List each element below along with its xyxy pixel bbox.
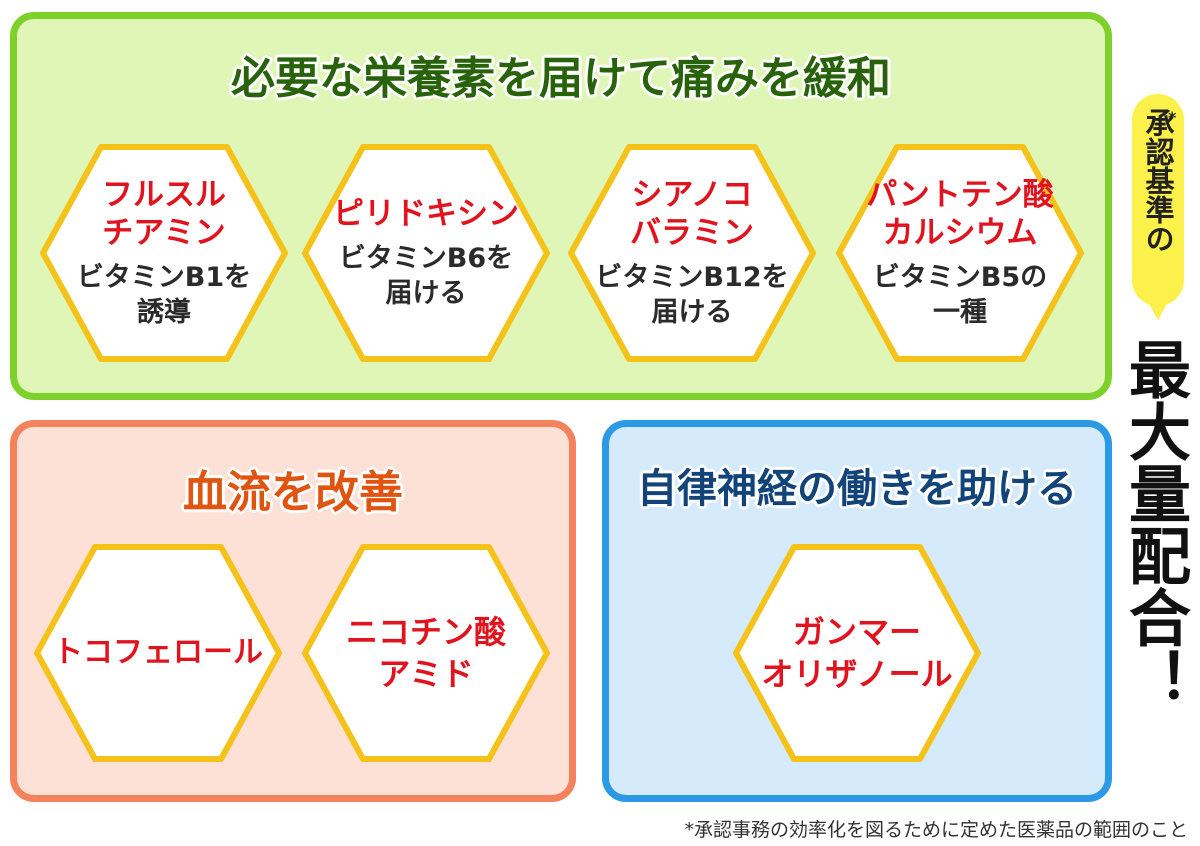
hex-card-calcium-pantothenate: パントテン酸 カルシウム ビタミンB5の 一種 xyxy=(834,142,1086,364)
max-dose-claim: 最大量配合！ xyxy=(1118,338,1191,710)
ingredient-name: ピリドキシン xyxy=(333,196,519,232)
hexagon-shape xyxy=(40,144,288,362)
ingredient-description: ビタミンB6を 届ける xyxy=(338,243,514,309)
hex-card-gamma-oryzanol: ガンマー オリザノール xyxy=(731,542,983,764)
hexagon-shape xyxy=(568,144,816,362)
hex-card-tocopherol: トコフェロール xyxy=(32,542,284,764)
footnote-mark: * xyxy=(1168,108,1177,127)
panel-title-autonomic: 自律神経の働きを助ける xyxy=(637,466,1077,512)
panel-title-nutrients: 必要な栄養素を届けて痛みを緩和 xyxy=(231,53,891,104)
hex-card-cyanocobalamin: シアノコ バラミン ビタミンB12を 届ける xyxy=(566,142,818,364)
ingredient-name: フルスル チアミン xyxy=(102,177,226,251)
hexagon-shape xyxy=(302,544,550,762)
hex-card-pyridoxine: ピリドキシン ビタミンB6を 届ける xyxy=(300,142,552,364)
hexagon-shape xyxy=(302,144,550,362)
ingredient-description: ビタミンB12を 届ける xyxy=(595,262,789,328)
hex-card-fursultiamine: フルスル チアミン ビタミンB1を 誘導 xyxy=(38,142,290,364)
speech-bubble xyxy=(1132,94,1184,320)
ingredient-description: ビタミンB1を 誘導 xyxy=(76,262,252,328)
hex-card-nicotinamide: ニコチン酸 アミド xyxy=(300,542,552,764)
footnote: *承認事務の効率化を図るために定めた医薬品の範囲のこと xyxy=(684,819,1188,841)
hexagon-shape xyxy=(34,544,282,762)
ingredient-name: シアノコ バラミン xyxy=(630,177,754,251)
ingredient-name: ガンマー オリザノール xyxy=(761,613,953,693)
bubble-text: 承認基準の xyxy=(1141,108,1175,253)
ingredient-name: トコフェロール xyxy=(53,635,263,670)
ingredient-name: ニコチン酸 アミド xyxy=(345,613,506,693)
ingredient-name: パントテン酸 カルシウム xyxy=(866,177,1054,251)
ingredient-description: ビタミンB5の 一種 xyxy=(872,262,1048,328)
panel-title-blood-flow: 血流を改善 xyxy=(183,467,403,518)
hexagon-shape xyxy=(836,144,1084,362)
hexagon-shape xyxy=(733,544,981,762)
